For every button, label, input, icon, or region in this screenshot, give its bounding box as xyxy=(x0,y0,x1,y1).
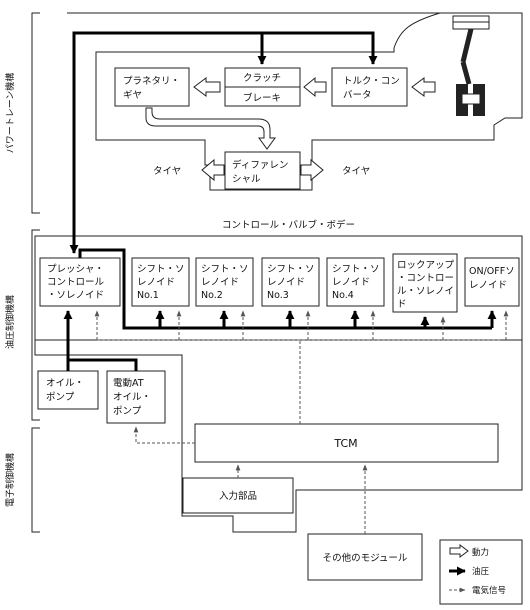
electric-pump-label-1: 電動AT xyxy=(113,378,144,389)
power-arrow-diff-to-left-tire xyxy=(201,158,225,182)
differential-box xyxy=(224,151,301,190)
signal-tcm-to-electric-pump xyxy=(133,426,195,444)
input-parts-box xyxy=(182,477,294,514)
shift-solenoid-3-label-1: シフト・ソ xyxy=(267,264,315,275)
oil-pressure-lines xyxy=(63,31,497,371)
differential-label-2: シャル xyxy=(232,174,261,185)
power-arrow-converter-to-clutch xyxy=(303,76,327,98)
power-arrow-planetary-to-differential xyxy=(145,107,276,150)
lockup-control-solenoid-box xyxy=(392,253,458,313)
oil-pump-box xyxy=(37,370,99,410)
electric-pump-label-2: オイル・ xyxy=(113,392,151,403)
oil-line-to-powertrain xyxy=(72,31,378,232)
electric-pump-label-3: ポンプ xyxy=(113,406,142,417)
planetary-label-2: ギヤ xyxy=(123,90,142,101)
other-modules-label: その他のモジュール xyxy=(323,552,408,564)
hydraulic-section-label: 油圧制御機構 xyxy=(4,295,16,349)
shift-solenoid-3-label-2: レノイド xyxy=(267,277,305,288)
power-arrow-diff-to-right-tire xyxy=(300,158,324,182)
electronic-section-label: 電子制御機構 xyxy=(4,453,16,507)
engine-housing xyxy=(67,12,523,191)
brake-label: ブレーキ xyxy=(243,92,281,104)
legend-power-label: 動力 xyxy=(472,547,489,558)
section-brackets xyxy=(31,12,40,533)
lockup-solenoid-label-4: ド xyxy=(397,299,407,310)
planetary-label-1: プラネタリ・ xyxy=(123,76,180,87)
engine-icon xyxy=(452,15,490,116)
onoff-solenoid-box xyxy=(464,257,520,307)
shift-solenoid-1-label-3: No.1 xyxy=(137,290,159,301)
shift-solenoid-4-label-3: No.4 xyxy=(332,290,354,301)
shift-solenoid-2-label-2: レノイド xyxy=(201,277,239,288)
torque-converter-label-2: バータ xyxy=(343,90,372,101)
power-flow-arrows xyxy=(145,76,436,182)
oil-line-solenoid-feed xyxy=(78,248,492,330)
legend-signal-label: 電気信号 xyxy=(472,585,506,596)
onoff-solenoid-label-2: レノイド xyxy=(469,280,507,291)
lockup-solenoid-label-2: ・コントロー xyxy=(397,273,454,284)
powertrain-bracket xyxy=(31,12,40,214)
shift-solenoid-4-box xyxy=(326,257,385,307)
shift-solenoid-1-label-2: レノイド xyxy=(137,277,175,288)
power-arrow-clutch-to-planetary xyxy=(193,77,221,97)
onoff-solenoid-label-1: ON/OFFソ xyxy=(469,266,515,277)
signal-bus xyxy=(97,339,500,424)
pressure-solenoid-label-2: コントロール xyxy=(47,277,105,288)
valve-body-title: コントロール・バルブ・ボデー xyxy=(222,219,355,231)
lockup-solenoid-label-3: ル・ソレノイ xyxy=(397,286,454,297)
electric-signal-lines xyxy=(94,310,509,534)
electric-oil-pump-box xyxy=(106,370,166,424)
other-modules-box xyxy=(307,533,423,581)
shift-solenoid-2-label-3: No.2 xyxy=(201,290,223,301)
torque-converter-box xyxy=(331,67,408,107)
electronic-enclosure xyxy=(34,340,523,533)
clutch-label: クラッチ xyxy=(243,73,281,84)
hydraulic-bracket xyxy=(31,229,40,421)
shift-solenoid-3-box xyxy=(261,257,320,307)
input-parts-label: 入力部品 xyxy=(219,490,257,502)
differential-label-1: ディファレン xyxy=(232,159,288,171)
shift-solenoid-1-box xyxy=(131,257,190,307)
legend-oil-label: 油圧 xyxy=(472,566,490,577)
pressure-solenoid-label-3: ・ソレノイド xyxy=(47,290,104,301)
shift-solenoid-1-label-1: シフト・ソ xyxy=(137,264,185,275)
shift-solenoid-3-label-3: No.3 xyxy=(267,290,289,301)
lockup-solenoid-label-1: ロックアップ xyxy=(397,260,455,271)
shift-solenoid-4-label-1: シフト・ソ xyxy=(332,264,380,275)
oil-pump-label-2: ポンプ xyxy=(46,392,75,403)
oil-pump-label-1: オイル・ xyxy=(46,378,84,389)
shift-solenoid-2-label-1: シフト・ソ xyxy=(201,264,249,275)
power-arrow-engine-to-converter xyxy=(411,77,436,97)
electronic-bracket xyxy=(31,427,40,533)
tcm-label: TCM xyxy=(333,437,357,450)
legend-power-arrow-icon xyxy=(449,544,469,558)
planetary-gear-box xyxy=(114,67,190,107)
tire-right-label: タイヤ xyxy=(342,166,370,177)
oil-line-electric-pump xyxy=(68,358,138,371)
tire-left-label: タイヤ xyxy=(153,166,181,177)
pressure-solenoid-label-1: プレッシャ・ xyxy=(47,264,104,275)
powertrain-section-label: パワートレーン機構 xyxy=(4,73,16,154)
torque-converter-label-1: トルク・コン xyxy=(343,76,400,87)
shift-solenoid-4-label-2: レノイド xyxy=(332,277,370,288)
shift-solenoid-2-box xyxy=(195,257,254,307)
